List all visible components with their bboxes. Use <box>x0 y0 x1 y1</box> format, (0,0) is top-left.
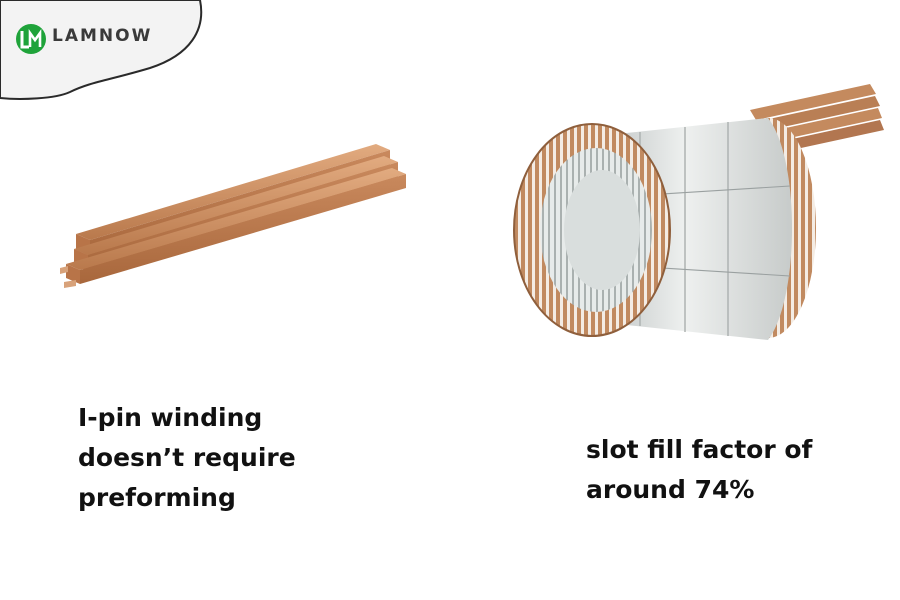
caption-left: I-pin winding doesn’t require preforming <box>78 398 296 518</box>
front-winding-ring <box>513 123 671 337</box>
logo-wordmark: LAMNOW <box>52 26 153 46</box>
logo-mark-icon <box>16 24 46 54</box>
caption-left-line: doesn’t require <box>78 443 296 472</box>
caption-left-line: preforming <box>78 483 236 512</box>
caption-right-line: around 74% <box>586 475 755 504</box>
i-pin-conductor-icon <box>50 130 410 290</box>
caption-right: slot fill factor of around 74% <box>586 430 812 510</box>
logo-tab: LAMNOW <box>0 0 210 100</box>
logo-tab-background <box>0 0 203 100</box>
stator-hairpin-winding-icon <box>500 78 885 348</box>
caption-left-line: I-pin winding <box>78 403 263 432</box>
caption-right-line: slot fill factor of <box>586 435 813 464</box>
conductor-bar-front <box>60 168 406 288</box>
